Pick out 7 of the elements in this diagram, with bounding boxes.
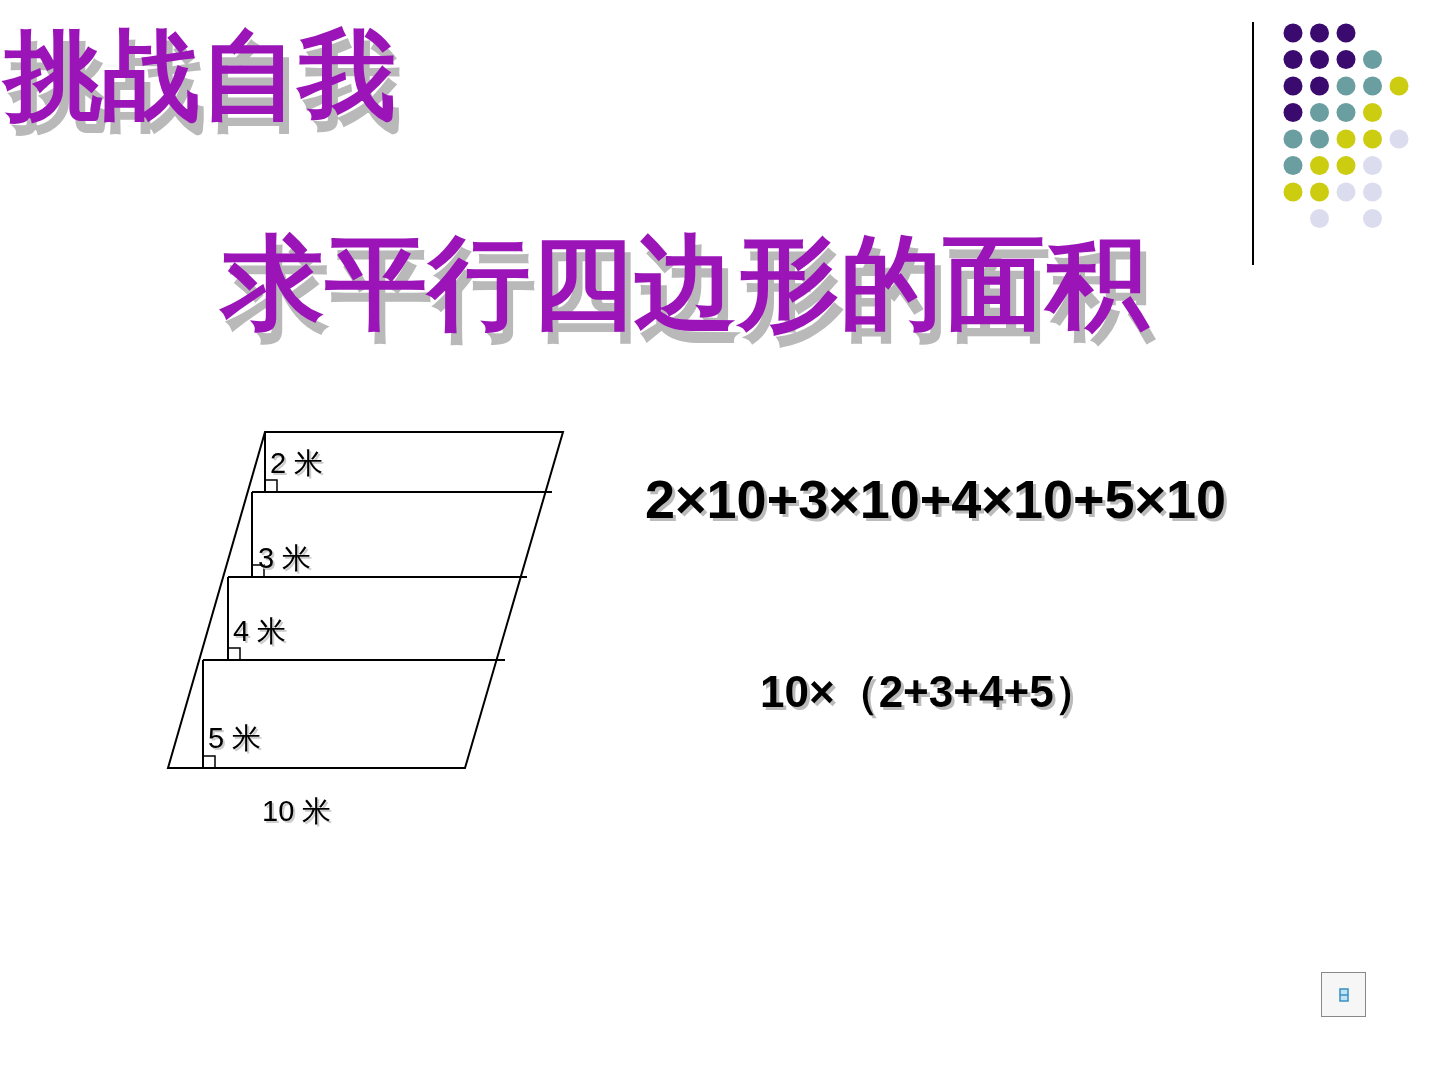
formula-text: 10×（2+3+4+5） <box>760 670 1098 714</box>
formula-text: 2×10+3×10+4×10+5×10 <box>645 472 1227 526</box>
dimension-label: 2 米 <box>270 449 324 478</box>
dimension-label: 10 米 <box>262 797 332 826</box>
dimension-label: 3 米 <box>258 544 312 573</box>
dimension-label: 4 米 <box>233 617 287 646</box>
dimension-label: 5 米 <box>208 724 262 753</box>
